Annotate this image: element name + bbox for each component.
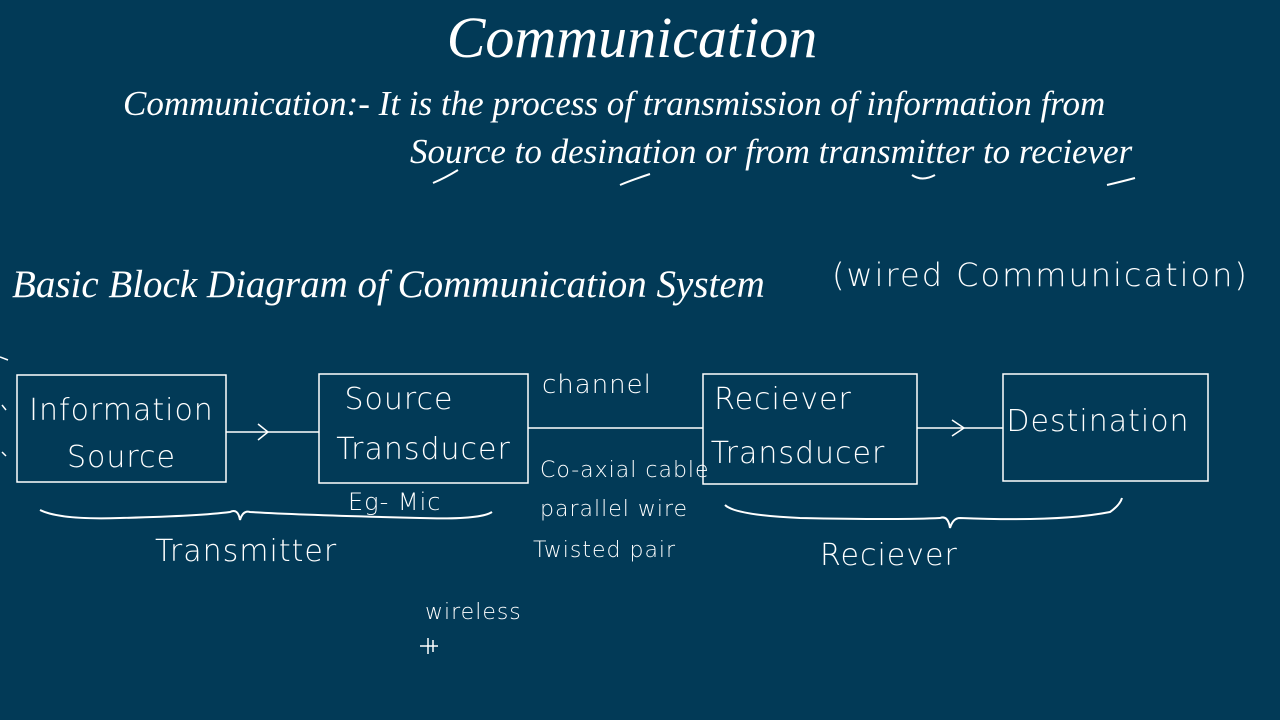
channel-label: channel xyxy=(542,370,652,400)
underline-source xyxy=(432,169,459,184)
channel-type-coaxial: Co-axial cable xyxy=(540,458,710,483)
channel-type-parallel-wire: parallel wire xyxy=(540,497,689,522)
underline-receiver xyxy=(1106,177,1136,186)
diagram-heading: Basic Block Diagram of Communication Sys… xyxy=(12,263,765,306)
receiver-label: Reciever xyxy=(820,538,958,573)
wireless-mark xyxy=(420,638,438,654)
definition-line-1: Communication:- It is the process of tra… xyxy=(123,84,1106,123)
block-information-source-line-1: Information xyxy=(29,393,214,428)
block-information-source xyxy=(16,374,227,483)
channel-type-twisted-pair: Twisted pair xyxy=(533,538,677,563)
block-receiver-transducer-line-2: Transducer xyxy=(710,436,886,471)
block-receiver-transducer-line-1: Reciever xyxy=(714,382,852,417)
wireless-note: wireless xyxy=(425,600,522,625)
definition-line-2: Source to desination or from transmitter… xyxy=(410,132,1133,171)
arrow-head-1 xyxy=(257,423,270,441)
block-destination-label: Destination xyxy=(1006,404,1190,439)
underline-destination xyxy=(619,173,651,186)
block-source-transducer-line-2: Transducer xyxy=(336,432,511,467)
arrow-head-2 xyxy=(951,419,966,437)
transmitter-label: Transmitter xyxy=(155,534,338,569)
block-receiver-transducer xyxy=(702,373,918,485)
left-edge-marks xyxy=(0,356,9,457)
block-information-source-line-2: Source xyxy=(66,440,177,475)
diagram-heading-note: (wired Communication) xyxy=(832,256,1249,294)
page-title: Communication xyxy=(446,5,818,70)
block-source-transducer-line-1: Source xyxy=(344,382,454,417)
mic-example: Eg- Mic xyxy=(348,488,442,516)
receiver-brace xyxy=(724,497,1123,529)
underline-transmitter xyxy=(911,174,936,180)
transmitter-brace xyxy=(39,509,493,521)
